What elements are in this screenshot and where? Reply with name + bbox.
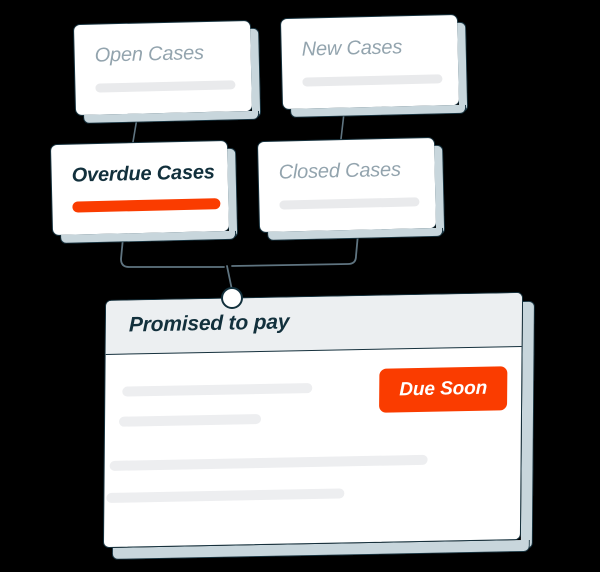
connector-overdue-to-hub [120, 237, 225, 268]
card-title-overdue-cases: Overdue Cases [71, 161, 215, 187]
content-placeholder-line [106, 488, 345, 503]
panel-3d-side-face [520, 300, 535, 550]
panel-title: Promised to pay [128, 310, 290, 337]
panel-header: Promised to pay [105, 292, 523, 355]
card-3d-bottom-face [267, 227, 444, 241]
card-3d-bottom-face [60, 230, 237, 244]
card-new-cases[interactable]: New Cases [279, 13, 469, 118]
card-3d-side-face [250, 27, 262, 118]
card-3d-bottom-face [290, 104, 467, 118]
panel-body: Promised to pay Due Soon [102, 291, 524, 549]
card-3d-side-face [457, 21, 469, 112]
card-3d-side-face [227, 147, 239, 238]
content-placeholder-line [109, 454, 428, 471]
card-open-cases[interactable]: Open Cases [72, 19, 262, 124]
card-accent-bar [72, 198, 221, 213]
connector-new-to-closed [340, 112, 345, 140]
card-placeholder-bar [95, 80, 236, 93]
card-placeholder-bar [302, 74, 443, 87]
promised-to-pay-panel[interactable]: Promised to pay Due Soon [102, 291, 535, 560]
panel-content: Due Soon [104, 347, 522, 547]
card-3d-bottom-face [83, 110, 260, 124]
card-title-new-cases: New Cases [301, 36, 403, 61]
due-soon-badge[interactable]: Due Soon [379, 366, 508, 413]
content-placeholder-line [119, 413, 262, 427]
card-closed-cases[interactable]: Closed Cases [256, 136, 446, 241]
content-placeholder-line [122, 383, 313, 397]
card-title-closed-cases: Closed Cases [278, 158, 402, 184]
junction-node-icon [221, 287, 243, 309]
card-title-open-cases: Open Cases [94, 42, 205, 67]
card-3d-side-face [434, 144, 446, 235]
card-overdue-cases[interactable]: Overdue Cases [49, 139, 239, 244]
card-placeholder-bar [279, 197, 420, 210]
